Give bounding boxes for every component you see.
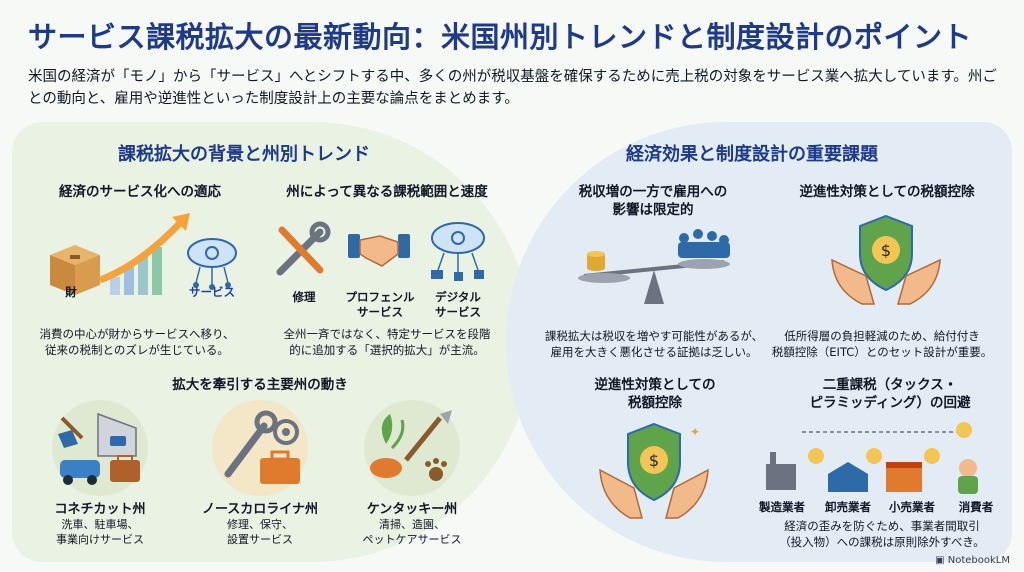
chain-retailer: 小売業者 [889, 500, 935, 514]
state-desc-kentucky-2: ペットケアサービス [362, 533, 462, 546]
adapt-heading: 経済のサービス化への適応 [59, 184, 221, 200]
credit-top-desc-2: 税額控除（EITC）とのセット設計が重要。 [771, 345, 993, 359]
wrench-screwdriver-icon [276, 221, 331, 276]
gardening-pet-icon [370, 410, 452, 481]
chain-manufacturer: 製造業者 [759, 500, 805, 514]
services-label: サービス [189, 285, 235, 299]
employment-desc-2: 雇用を大きく悪化させる証拠は乏しい。 [550, 345, 758, 359]
repair-label: 修理 [292, 290, 316, 304]
credit-bottom-heading-1: 逆進性対策としての [594, 377, 716, 393]
states-heading: 拡大を牽引する主要州の動き [172, 377, 348, 393]
shield-dollar-hands-icon: $ ✦ [599, 422, 709, 519]
state-desc-kentucky-1: 清掃、造園、 [379, 518, 445, 531]
digital-label-2: サービス [435, 305, 481, 319]
credit-top-heading: 逆進性対策としての税額控除 [799, 184, 975, 200]
supply-chain-icon [766, 422, 978, 494]
state-desc-north-carolina-1: 修理、保守、 [227, 518, 293, 531]
chain-wholesaler: 卸売業者 [825, 500, 871, 514]
page-subtitle: 米国の経済が「モノ」から「サービス」へとシフトする中、多くの州が税収基盤を確保す… [28, 69, 997, 107]
state-desc-connecticut-1: 洗車、駐車場、 [61, 518, 139, 531]
scope-desc-2: 的に追加する「選択的拡大」が主流。 [289, 343, 485, 357]
professional-label-2: サービス [357, 305, 403, 319]
footer-logo: ▣ NotebookLM [935, 555, 1010, 566]
adapt-desc-2: 従来の税制とのズレが生じている。 [45, 343, 229, 357]
state-name-connecticut: コネチカット州 [54, 502, 146, 517]
credit-bottom-heading-2: 税額控除 [628, 395, 682, 411]
credit-top-desc-1: 低所得層の負担軽減のため、給付付き [784, 329, 980, 343]
adapt-desc-1: 消費の中心が財からサービスへ移り、 [39, 327, 235, 341]
right-section-title: 経済効果と制度設計の重要課題 [626, 144, 878, 165]
pyramiding-heading-2: ピラミッディング）の回避 [809, 395, 971, 411]
svg-text:✦: ✦ [690, 425, 700, 439]
professional-label-1: プロフェンル [345, 290, 415, 304]
scope-desc-1: 全州一斉ではなく、特定サービスを段階 [283, 327, 491, 341]
shield-dollar-hands-icon: $ [831, 214, 941, 305]
state-name-kentucky: ケンタッキー州 [366, 502, 458, 517]
right-panel-background [506, 122, 1012, 562]
pyramiding-heading-1: 二重課税（タックス・ [822, 377, 958, 393]
employment-heading-2: 影響は限定的 [612, 202, 694, 218]
digital-cloud-icon [431, 222, 485, 281]
left-section-title: 課税拡大の背景と州別トレンド [118, 144, 370, 165]
state-desc-north-carolina-2: 設置サービス [227, 533, 293, 546]
employment-desc-1: 課税拡大は税収を増やす可能性があるが、 [544, 329, 764, 343]
scope-heading: 州によって異なる課税範囲と速度 [286, 184, 488, 200]
svg-text:$: $ [649, 451, 659, 470]
notebook-icon: ▣ [935, 555, 948, 566]
svg-text:$: $ [881, 241, 891, 260]
car-wash-parking-icon [58, 412, 140, 485]
pyramiding-desc-1: 経済の歪みを防ぐため、事業者間取引 [784, 519, 980, 533]
tools-toolbox-icon [224, 410, 300, 484]
chain-consumer: 消費者 [958, 500, 994, 514]
handshake-icon [348, 234, 410, 267]
goods-label: 財 [65, 285, 77, 299]
digital-label-1: デジタル [435, 290, 481, 304]
balance-scale-icon [578, 229, 730, 304]
employment-heading-1: 税収増の一方で雇用への [578, 184, 728, 200]
goods-to-services-icon [50, 213, 237, 295]
page-title: サービス課税拡大の最新動向：米国州別トレンドと制度設計のポイント [28, 20, 973, 54]
pyramiding-desc-2: （投入物）への課税は原則除外すべき。 [779, 535, 985, 549]
state-name-north-carolina: ノースカロライナ州 [201, 502, 319, 517]
state-desc-connecticut-2: 事業向けサービス [56, 533, 144, 546]
footer-text: NotebookLM [947, 555, 1010, 566]
